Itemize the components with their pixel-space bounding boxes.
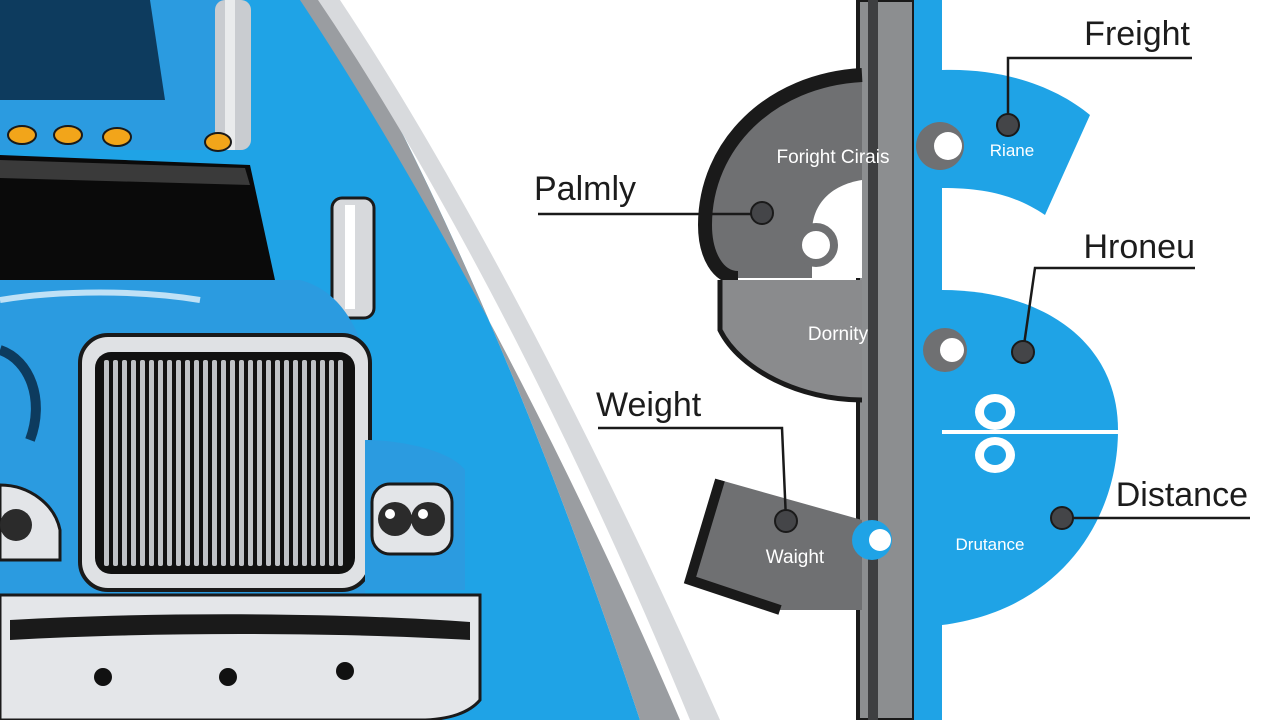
callout-freight: Freight bbox=[996, 15, 1192, 137]
grille-bar bbox=[284, 360, 289, 566]
callout-dot bbox=[1011, 340, 1035, 364]
piece-label-foright-cirais: Foright Cirais bbox=[777, 147, 890, 168]
gray-swoosh-stripe bbox=[300, 0, 680, 720]
piece-waight bbox=[690, 480, 862, 610]
tail-piece-edge bbox=[683, 478, 782, 615]
upper-arc-edge bbox=[697, 68, 863, 285]
puzzle-knob bbox=[794, 223, 838, 267]
grille-bar bbox=[176, 360, 181, 566]
grille-bar bbox=[194, 360, 199, 566]
bumper-bolt bbox=[336, 662, 354, 680]
piece-label-waight: Waight bbox=[766, 547, 825, 568]
grille-bar bbox=[302, 360, 307, 566]
puzzle-socket-inner bbox=[984, 402, 1006, 422]
hood-contour bbox=[0, 345, 41, 442]
callout-weight: Weight bbox=[596, 386, 798, 533]
grille-bar bbox=[230, 360, 235, 566]
callout-leader-line bbox=[598, 426, 788, 521]
dollar-center-bar bbox=[856, 0, 916, 720]
marker-light bbox=[204, 132, 232, 152]
grille-bar bbox=[131, 360, 136, 566]
grille-bar bbox=[212, 360, 217, 566]
piece-label-drutance: Drutance bbox=[956, 535, 1025, 554]
callout-label-freight: Freight bbox=[1084, 15, 1190, 53]
callout-leader-line bbox=[1006, 56, 1192, 125]
piece-riane bbox=[942, 69, 1090, 215]
headlight-glint bbox=[418, 509, 428, 519]
headlight-lamp bbox=[0, 509, 32, 541]
front-bumper bbox=[0, 593, 482, 720]
light-swoosh-stripe bbox=[318, 0, 720, 720]
grille-bar bbox=[338, 360, 343, 566]
grille-bar bbox=[239, 360, 244, 566]
callout-label-distance: Distance bbox=[1116, 476, 1248, 514]
headlight-lamp bbox=[378, 502, 412, 536]
grille-bar bbox=[293, 360, 298, 566]
callout-dot bbox=[774, 509, 798, 533]
callout-dot bbox=[1050, 506, 1074, 530]
marker-light bbox=[102, 127, 132, 147]
grille-bar bbox=[221, 360, 226, 566]
marker-light bbox=[53, 125, 83, 145]
callout-leader-line bbox=[1021, 266, 1195, 353]
mirror-highlight bbox=[345, 205, 355, 309]
bumper-groove bbox=[10, 614, 470, 640]
lower-blue-bowl bbox=[942, 290, 1118, 625]
puzzle-knob-hole bbox=[940, 338, 964, 362]
callout-dot bbox=[996, 113, 1020, 137]
piece-dornity bbox=[720, 280, 862, 400]
callout-distance: Distance bbox=[1050, 476, 1250, 530]
bumper-bolt bbox=[219, 668, 237, 686]
grille-bar bbox=[329, 360, 334, 566]
dollar-sign-puzzle-icon: Foright Cirais Riane Dornity Waight Drut… bbox=[683, 0, 1118, 720]
grille-bar bbox=[320, 360, 325, 566]
grille-bar bbox=[158, 360, 163, 566]
hood-highlight bbox=[0, 289, 201, 303]
callout-hroneu: Hroneu bbox=[1011, 228, 1195, 364]
piece-label-riane: Riane bbox=[990, 141, 1034, 160]
callout-label-weight: Weight bbox=[596, 386, 702, 424]
truck-windshield bbox=[0, 155, 275, 280]
marker-lights bbox=[7, 125, 232, 152]
grille-bar bbox=[311, 360, 316, 566]
windshield-glare bbox=[0, 160, 250, 185]
callout-label-hroneu: Hroneu bbox=[1083, 228, 1195, 266]
puzzle-knob-hole bbox=[934, 132, 962, 160]
grille-bar bbox=[167, 360, 172, 566]
semi-truck-icon bbox=[0, 0, 482, 720]
truck-sun-visor bbox=[0, 0, 165, 100]
headlight-glint bbox=[385, 509, 395, 519]
grille-bar bbox=[203, 360, 208, 566]
grille-bars bbox=[104, 360, 343, 566]
callout-dot bbox=[750, 201, 774, 225]
headlight-lamp bbox=[411, 502, 445, 536]
middle-piece-edge bbox=[717, 280, 863, 403]
grille-bar bbox=[185, 360, 190, 566]
grille-bar bbox=[104, 360, 109, 566]
grille-bar bbox=[122, 360, 127, 566]
callout-label-palmly: Palmly bbox=[534, 170, 636, 208]
grille-bar bbox=[266, 360, 271, 566]
callouts: Freight Palmly Hroneu Weight bbox=[534, 15, 1250, 533]
piece-label-dornity: Dornity bbox=[808, 324, 869, 345]
marker-light bbox=[7, 125, 37, 145]
grille-bar bbox=[275, 360, 280, 566]
callout-palmly: Palmly bbox=[534, 170, 774, 225]
bumper-bolt bbox=[94, 668, 112, 686]
grille-bar bbox=[257, 360, 262, 566]
puzzle-socket-inner bbox=[984, 445, 1006, 465]
exhaust-highlight bbox=[225, 0, 235, 150]
grille-bar bbox=[113, 360, 118, 566]
center-bar-shadow bbox=[868, 0, 878, 720]
grille-bar bbox=[140, 360, 145, 566]
puzzle-knob-hole bbox=[869, 529, 891, 551]
grille-bar bbox=[248, 360, 253, 566]
grille-bar bbox=[149, 360, 154, 566]
